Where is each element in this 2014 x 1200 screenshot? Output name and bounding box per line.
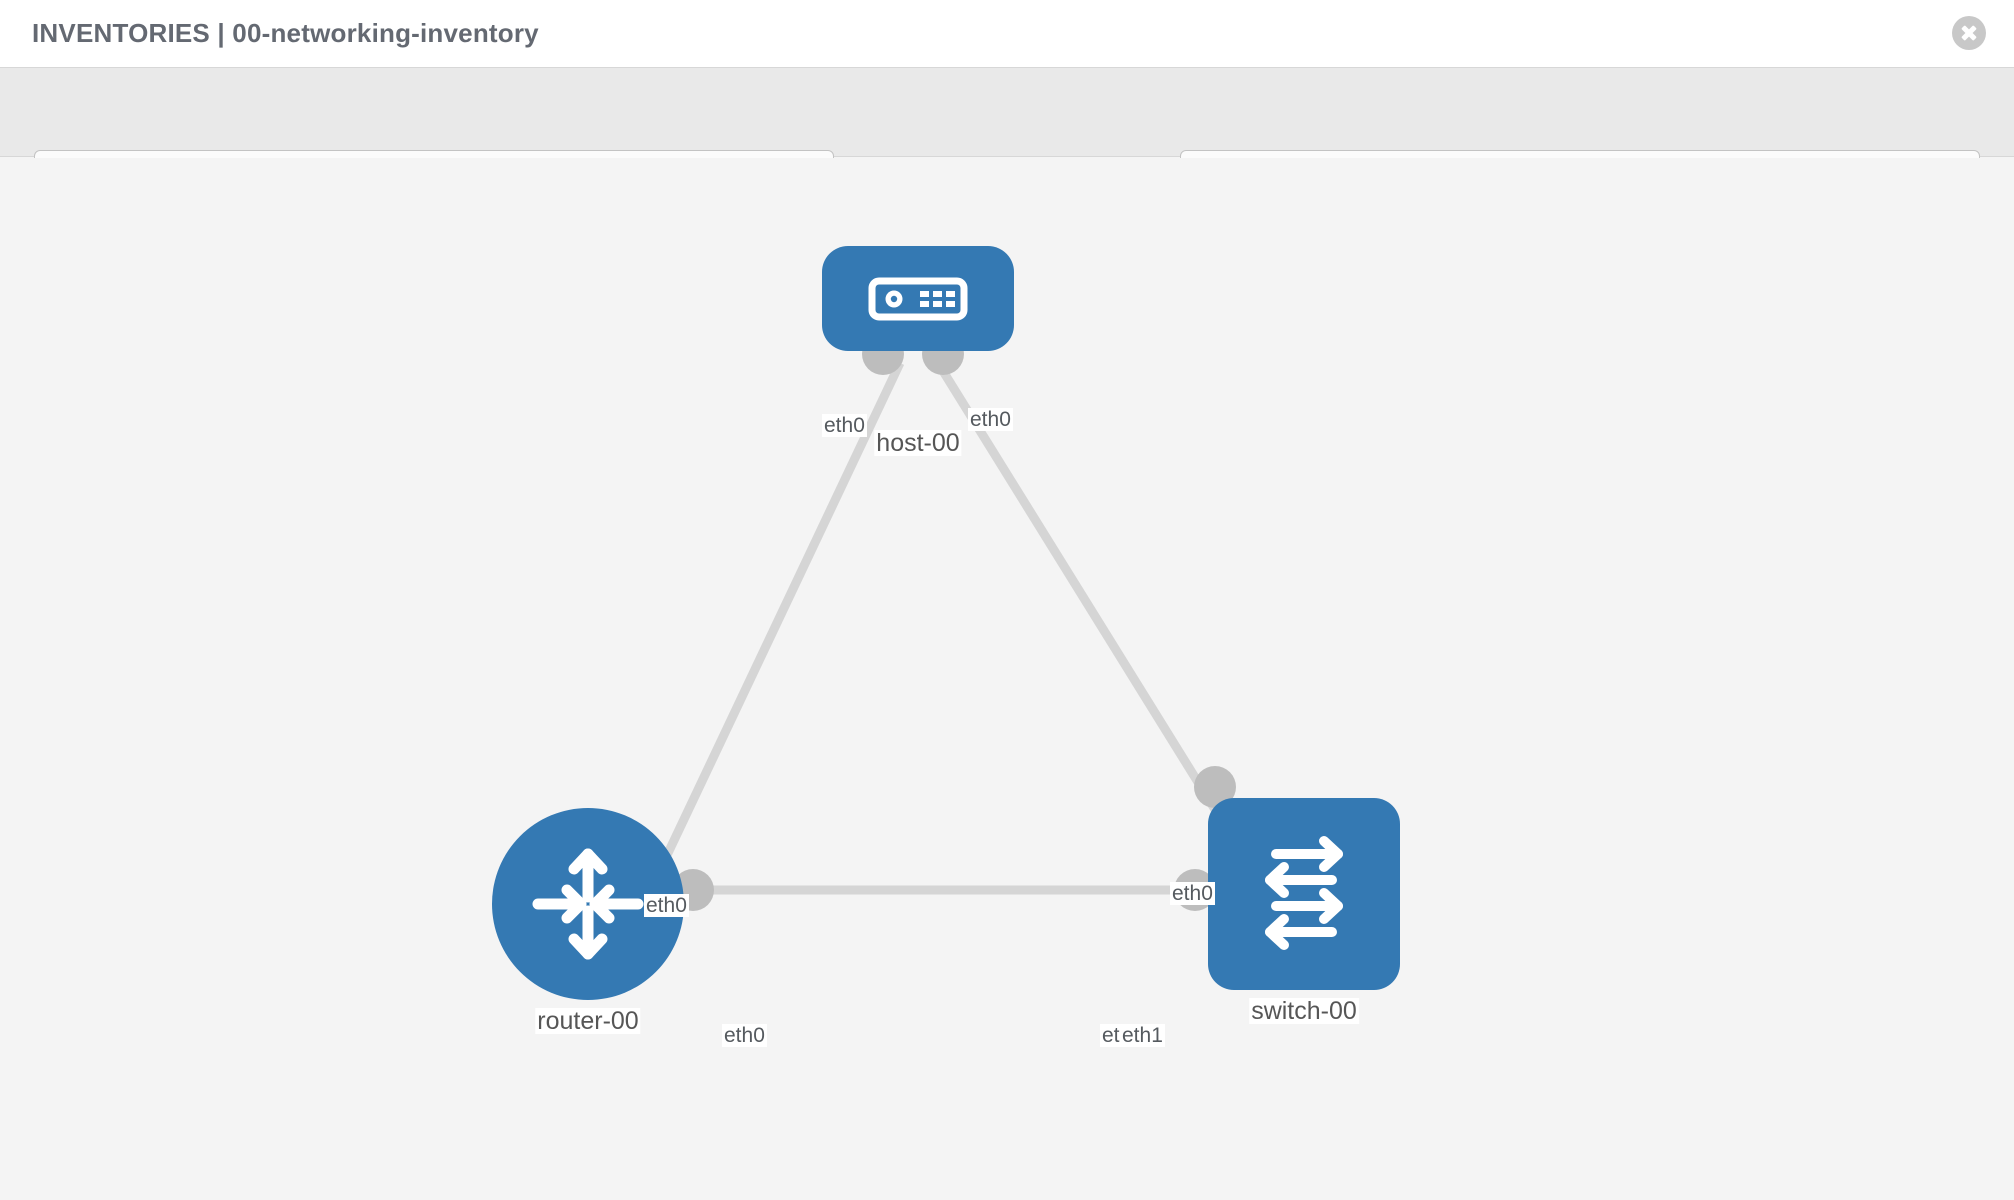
node-label-host-00: host-00	[874, 429, 962, 457]
topology-links	[655, 360, 1249, 895]
node-label-router-00: router-00	[535, 1007, 641, 1035]
link-router-host	[655, 361, 905, 872]
router-arrows-icon	[532, 848, 644, 960]
switch-arrows-icon	[1265, 836, 1343, 950]
edge-label-router-up: eth0	[644, 894, 689, 918]
node-router-00[interactable]: router-00	[492, 808, 684, 1068]
topology-canvas[interactable]: host-00 router-00	[0, 158, 2014, 1200]
edge-label-switch-left: eth1	[1120, 1024, 1165, 1048]
server-icon	[868, 277, 968, 320]
close-icon[interactable]	[1952, 16, 1986, 50]
node-label-switch-00: switch-00	[1249, 997, 1359, 1025]
node-switch-00[interactable]: switch-00	[1208, 798, 1400, 1068]
host-node-shape[interactable]	[822, 246, 1014, 351]
link-host-switch	[934, 360, 1249, 861]
edge-label-host-right: eth0	[968, 408, 1013, 432]
edge-label-switch-up: eth0	[1170, 882, 1215, 906]
toolbar: ACTIONS SEARCH	[0, 68, 2014, 205]
page-header: INVENTORIES | 00-networking-inventory	[0, 0, 2014, 68]
edge-label-host-left: eth0	[822, 414, 867, 438]
edge-label-router-right: eth0	[722, 1024, 767, 1048]
switch-node-shape[interactable]	[1208, 798, 1400, 990]
node-host-00[interactable]: host-00	[822, 246, 1014, 496]
page-title: INVENTORIES | 00-networking-inventory	[32, 18, 539, 48]
